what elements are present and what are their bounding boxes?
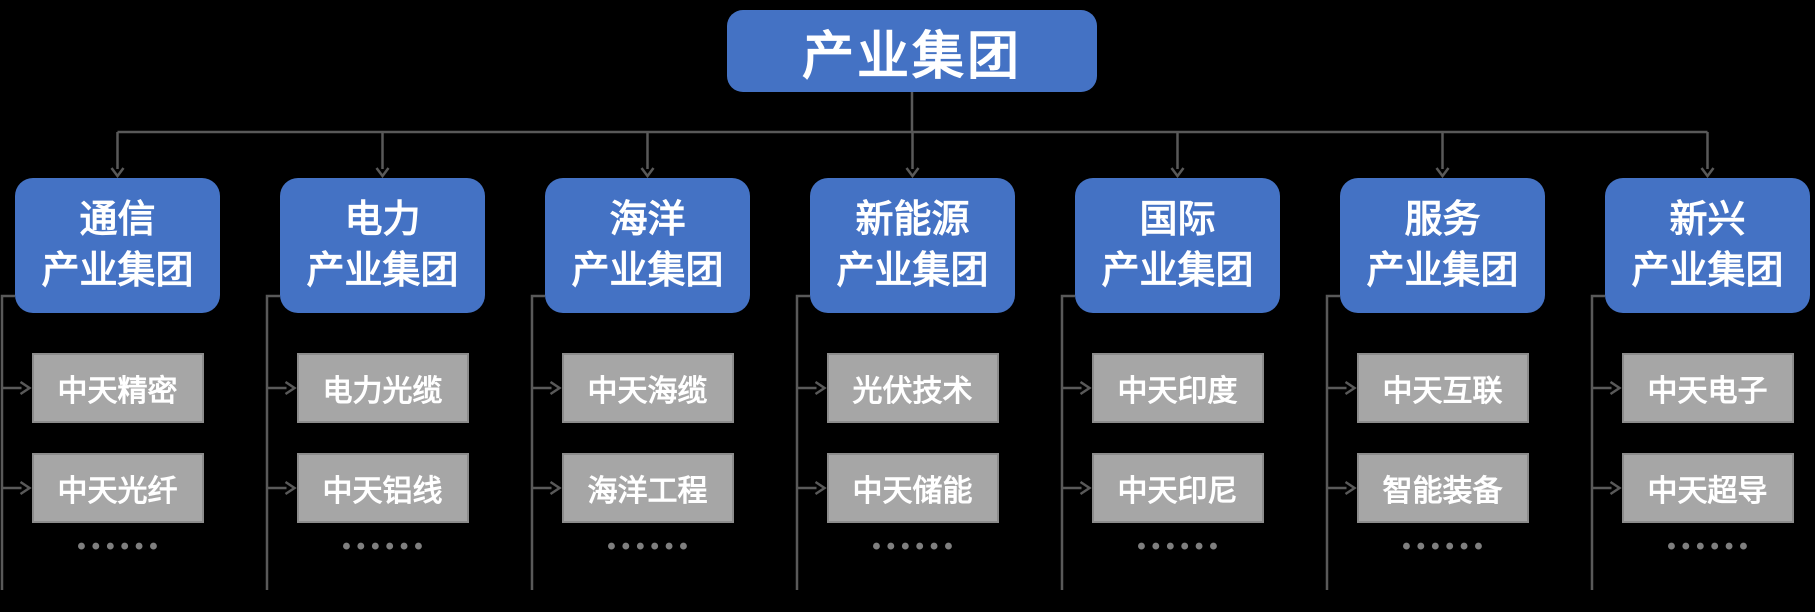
subsidiary-node: 中天互联 [1356,353,1529,423]
group-column: 电力 产业集团 电力光缆中天铝线 •••••• [280,178,485,559]
group-column: 海洋 产业集团 中天海缆海洋工程 •••••• [545,178,750,559]
group-name: 服务 [1404,199,1481,242]
more-indicator: •••••• [1137,533,1224,560]
root-group-label: 产业集团 [801,27,1022,86]
group-children: 中天电子中天超导 [1621,353,1794,523]
root-group-node: 产业集团 [727,10,1097,92]
group-name: 通信 [79,199,156,242]
group-suffix: 产业集团 [41,249,194,292]
subsidiary-node: 中天铝线 [296,453,469,523]
group-node: 电力 产业集团 [280,178,485,313]
subsidiary-node: 中天印尼 [1091,453,1264,523]
group-node: 新兴 产业集团 [1605,178,1810,313]
subsidiary-node: 中天印度 [1091,353,1264,423]
group-column: 新兴 产业集团 中天电子中天超导 •••••• [1605,178,1810,559]
group-suffix: 产业集团 [1101,249,1254,292]
more-indicator: •••••• [342,533,429,560]
subsidiary-node: 海洋工程 [561,453,734,523]
subsidiary-node: 中天精密 [31,353,204,423]
more-indicator: •••••• [77,533,164,560]
group-children: 中天印度中天印尼 [1091,353,1264,523]
group-suffix: 产业集团 [1366,249,1519,292]
group-children: 中天海缆海洋工程 [561,353,734,523]
group-suffix: 产业集团 [1631,249,1784,292]
group-children: 光伏技术中天储能 [826,353,999,523]
more-indicator: •••••• [607,533,694,560]
group-name: 新能源 [855,199,970,242]
more-indicator: •••••• [872,533,959,560]
subsidiary-node: 智能装备 [1356,453,1529,523]
group-children: 中天精密中天光纤 [31,353,204,523]
group-name: 新兴 [1669,199,1746,242]
group-node: 通信 产业集团 [15,178,220,313]
more-indicator: •••••• [1402,533,1489,560]
group-name: 国际 [1139,199,1216,242]
more-indicator: •••••• [1667,533,1754,560]
group-column: 新能源 产业集团 光伏技术中天储能 •••••• [810,178,1015,559]
subsidiary-node: 电力光缆 [296,353,469,423]
group-children: 电力光缆中天铝线 [296,353,469,523]
group-node: 国际 产业集团 [1075,178,1280,313]
subsidiary-node: 中天光纤 [31,453,204,523]
group-suffix: 产业集团 [306,249,459,292]
group-node: 海洋 产业集团 [545,178,750,313]
group-suffix: 产业集团 [836,249,989,292]
group-columns: 通信 产业集团 中天精密中天光纤 •••••• 电力 产业集团 电力光缆中天铝线… [15,178,1810,559]
group-suffix: 产业集团 [571,249,724,292]
group-node: 服务 产业集团 [1340,178,1545,313]
subsidiary-node: 中天海缆 [561,353,734,423]
subsidiary-node: 光伏技术 [826,353,999,423]
group-column: 通信 产业集团 中天精密中天光纤 •••••• [15,178,220,559]
subsidiary-node: 中天电子 [1621,353,1794,423]
group-node: 新能源 产业集团 [810,178,1015,313]
group-column: 国际 产业集团 中天印度中天印尼 •••••• [1075,178,1280,559]
subsidiary-node: 中天储能 [826,453,999,523]
group-column: 服务 产业集团 中天互联智能装备 •••••• [1340,178,1545,559]
group-name: 海洋 [609,199,686,242]
group-children: 中天互联智能装备 [1356,353,1529,523]
subsidiary-node: 中天超导 [1621,453,1794,523]
group-name: 电力 [344,199,421,242]
